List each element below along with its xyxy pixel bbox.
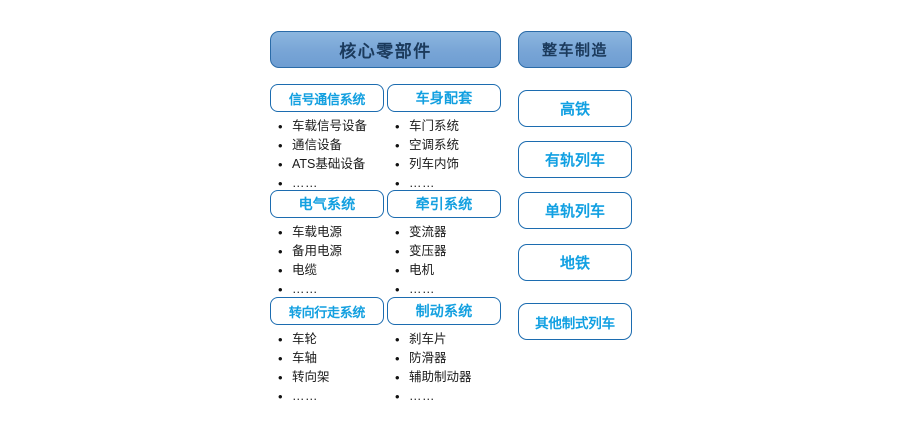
list-item-label: …… bbox=[409, 389, 435, 403]
list-item: • 刹车片 bbox=[395, 330, 501, 349]
category-box-tram[interactable]: 有轨列车 bbox=[518, 141, 632, 178]
group-list-body-supporting: • 车门系统 • 空调系统 • 列车内饰 • …… bbox=[387, 117, 501, 193]
bullet-icon: • bbox=[395, 176, 400, 191]
list-item: • 空调系统 bbox=[395, 136, 501, 155]
list-item-label: 转向架 bbox=[292, 370, 330, 384]
list-item: • 通信设备 bbox=[278, 136, 384, 155]
list-item-label: 车载电源 bbox=[292, 225, 343, 239]
list-item: • …… bbox=[278, 387, 384, 406]
bullet-icon: • bbox=[395, 332, 400, 347]
bullet-icon: • bbox=[278, 282, 283, 297]
list-item: • …… bbox=[278, 174, 384, 193]
bullet-icon: • bbox=[278, 263, 283, 278]
bullet-icon: • bbox=[395, 370, 400, 385]
list-item-label: ATS基础设备 bbox=[292, 157, 366, 171]
group-list-signal-communication: • 车载信号设备 • 通信设备 • ATS基础设备 • …… bbox=[270, 117, 384, 193]
group-list-braking: • 刹车片 • 防滑器 • 辅助制动器 • …… bbox=[387, 330, 501, 406]
list-item: • 车载信号设备 bbox=[278, 117, 384, 136]
list-item-label: 车轮 bbox=[292, 332, 318, 346]
list-item: • 变流器 bbox=[395, 223, 501, 242]
list-item: • 电机 bbox=[395, 261, 501, 280]
list-item-label: 车门系统 bbox=[409, 119, 460, 133]
list-item: • 辅助制动器 bbox=[395, 368, 501, 387]
bullet-icon: • bbox=[278, 225, 283, 240]
list-item-label: 车载信号设备 bbox=[292, 119, 368, 133]
group-title-braking[interactable]: 制动系统 bbox=[387, 297, 501, 325]
list-item-label: …… bbox=[292, 389, 318, 403]
list-item-label: …… bbox=[292, 282, 318, 296]
bullet-icon: • bbox=[278, 138, 283, 153]
list-item-label: 通信设备 bbox=[292, 138, 343, 152]
list-item-label: 列车内饰 bbox=[409, 157, 460, 171]
list-item: • 车轮 bbox=[278, 330, 384, 349]
list-item-label: 空调系统 bbox=[409, 138, 460, 152]
group-list-electrical: • 车载电源 • 备用电源 • 电缆 • …… bbox=[270, 223, 384, 299]
group-title-steering-running[interactable]: 转向行走系统 bbox=[270, 297, 384, 325]
list-item: • 转向架 bbox=[278, 368, 384, 387]
list-item: • …… bbox=[395, 387, 501, 406]
bullet-icon: • bbox=[278, 389, 283, 404]
bullet-icon: • bbox=[278, 176, 283, 191]
list-item-label: 电机 bbox=[409, 263, 435, 277]
list-item: • ATS基础设备 bbox=[278, 155, 384, 174]
header-core-components: 核心零部件 bbox=[270, 31, 501, 68]
list-item: • 变压器 bbox=[395, 242, 501, 261]
group-list-traction: • 变流器 • 变压器 • 电机 • …… bbox=[387, 223, 501, 299]
list-item-label: …… bbox=[409, 176, 435, 190]
group-title-electrical[interactable]: 电气系统 bbox=[270, 190, 384, 218]
group-body-supporting: 车身配套 • 车门系统 • 空调系统 • 列车内饰 • …… bbox=[387, 84, 501, 193]
bullet-icon: • bbox=[395, 225, 400, 240]
group-list-steering-running: • 车轮 • 车轴 • 转向架 • …… bbox=[270, 330, 384, 406]
group-electrical: 电气系统 • 车载电源 • 备用电源 • 电缆 • …… bbox=[270, 190, 384, 299]
list-item: • 车门系统 bbox=[395, 117, 501, 136]
bullet-icon: • bbox=[395, 351, 400, 366]
category-box-subway[interactable]: 地铁 bbox=[518, 244, 632, 281]
list-item: • 防滑器 bbox=[395, 349, 501, 368]
list-item-label: 变压器 bbox=[409, 244, 447, 258]
list-item-label: 防滑器 bbox=[409, 351, 447, 365]
group-title-body-supporting[interactable]: 车身配套 bbox=[387, 84, 501, 112]
bullet-icon: • bbox=[395, 282, 400, 297]
bullet-icon: • bbox=[278, 244, 283, 259]
list-item: • …… bbox=[395, 174, 501, 193]
list-item-label: 刹车片 bbox=[409, 332, 447, 346]
list-item: • 列车内饰 bbox=[395, 155, 501, 174]
list-item-label: 车轴 bbox=[292, 351, 318, 365]
list-item: • …… bbox=[395, 280, 501, 299]
bullet-icon: • bbox=[395, 138, 400, 153]
list-item-label: 辅助制动器 bbox=[409, 370, 472, 384]
list-item-label: 变流器 bbox=[409, 225, 447, 239]
group-title-signal-communication[interactable]: 信号通信系统 bbox=[270, 84, 384, 112]
list-item: • 电缆 bbox=[278, 261, 384, 280]
bullet-icon: • bbox=[278, 332, 283, 347]
category-box-other-trains[interactable]: 其他制式列车 bbox=[518, 303, 632, 340]
group-signal-communication: 信号通信系统 • 车载信号设备 • 通信设备 • ATS基础设备 • …… bbox=[270, 84, 384, 193]
category-box-monorail[interactable]: 单轨列车 bbox=[518, 192, 632, 229]
group-steering-running: 转向行走系统 • 车轮 • 车轴 • 转向架 • …… bbox=[270, 297, 384, 406]
category-box-high-speed-rail[interactable]: 高铁 bbox=[518, 90, 632, 127]
list-item-label: …… bbox=[409, 282, 435, 296]
list-item: • …… bbox=[278, 280, 384, 299]
bullet-icon: • bbox=[395, 263, 400, 278]
group-traction: 牵引系统 • 变流器 • 变压器 • 电机 • …… bbox=[387, 190, 501, 299]
bullet-icon: • bbox=[395, 244, 400, 259]
bullet-icon: • bbox=[278, 351, 283, 366]
group-title-traction[interactable]: 牵引系统 bbox=[387, 190, 501, 218]
list-item: • 备用电源 bbox=[278, 242, 384, 261]
bullet-icon: • bbox=[395, 389, 400, 404]
list-item-label: 备用电源 bbox=[292, 244, 343, 258]
list-item-label: …… bbox=[292, 176, 318, 190]
bullet-icon: • bbox=[278, 157, 283, 172]
bullet-icon: • bbox=[395, 157, 400, 172]
bullet-icon: • bbox=[278, 119, 283, 134]
list-item: • 车轴 bbox=[278, 349, 384, 368]
bullet-icon: • bbox=[395, 119, 400, 134]
group-braking: 制动系统 • 刹车片 • 防滑器 • 辅助制动器 • …… bbox=[387, 297, 501, 406]
list-item-label: 电缆 bbox=[292, 263, 318, 277]
bullet-icon: • bbox=[278, 370, 283, 385]
list-item: • 车载电源 bbox=[278, 223, 384, 242]
header-vehicle-manufacturing: 整车制造 bbox=[518, 31, 632, 68]
